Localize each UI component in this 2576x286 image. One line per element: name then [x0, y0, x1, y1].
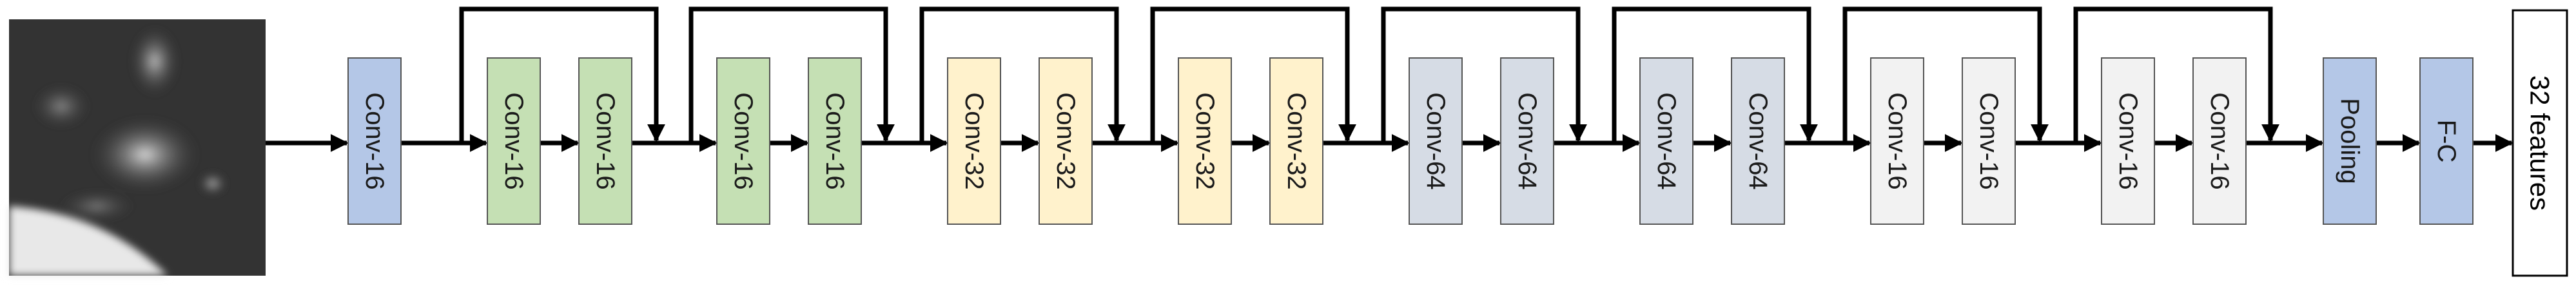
layer-box — [578, 57, 632, 225]
layer-label: Conv-16 — [500, 92, 528, 189]
layer-block: Conv-32 — [1178, 57, 1232, 225]
layer-block: Conv-16 — [808, 57, 862, 225]
layer-block: Conv-16 — [2101, 57, 2155, 225]
layer-box — [808, 57, 862, 225]
layer-label: Conv-16 — [729, 92, 757, 189]
layer-block: Conv-16 — [578, 57, 632, 225]
layer-label: Conv-32 — [1282, 92, 1311, 189]
layer-label: Conv-64 — [1744, 92, 1772, 189]
layer-box — [487, 57, 541, 225]
layer-box — [2323, 57, 2377, 225]
skip-connection — [1842, 6, 2049, 143]
layer-label: Conv-32 — [1191, 92, 1219, 189]
layer-block: Conv-32 — [1269, 57, 1323, 225]
layer-label: Conv-16 — [2205, 92, 2234, 189]
layer-label: Conv-64 — [1421, 92, 1450, 189]
layer-box — [716, 57, 770, 225]
layer-label: Conv-16 — [1883, 92, 1911, 189]
layer-box — [1639, 57, 1693, 225]
skip-connection — [2073, 6, 2279, 143]
skip-connection — [919, 6, 1126, 143]
layer-box — [1731, 57, 1785, 225]
layer-block: Conv-64 — [1409, 57, 1463, 225]
layer-block: Conv-64 — [1731, 57, 1785, 225]
connections — [266, 6, 2513, 152]
layer-block: Pooling — [2323, 57, 2377, 225]
layer-block: Conv-32 — [1039, 57, 1093, 225]
layer-box — [1039, 57, 1093, 225]
layer-label: Conv-16 — [2114, 92, 2142, 189]
layer-label: Conv-16 — [1975, 92, 2003, 189]
output-box: 32 features — [2512, 9, 2568, 277]
layer-block: Conv-16 — [1870, 57, 1924, 225]
layer-box — [1269, 57, 1323, 225]
skip-connection — [1150, 6, 1356, 143]
layer-box — [1409, 57, 1463, 225]
layer-box — [2419, 57, 2474, 225]
skip-connection — [1381, 6, 1587, 143]
layer-label: Conv-16 — [360, 92, 389, 189]
layer-label: Conv-64 — [1652, 92, 1681, 189]
skip-connection — [688, 6, 895, 143]
layer-box — [1870, 57, 1924, 225]
layer-box — [1178, 57, 1232, 225]
layer-block: Conv-16 — [347, 57, 402, 225]
layer-box — [1962, 57, 2016, 225]
skip-connection — [459, 6, 665, 143]
layer-box — [947, 57, 1001, 225]
layer-box — [2101, 57, 2155, 225]
layer-box — [1500, 57, 1554, 225]
skip-connection — [1612, 6, 1818, 143]
layer-block: Conv-16 — [716, 57, 770, 225]
layer-label: Conv-16 — [821, 92, 849, 189]
layer-blocks: Conv-16 Conv-16 Conv-16 Conv-16 Conv-16 Conv-… — [347, 57, 2474, 225]
layer-block: Conv-64 — [1639, 57, 1693, 225]
input-image — [9, 19, 266, 276]
layer-block: Conv-32 — [947, 57, 1001, 225]
layer-box — [2192, 57, 2247, 225]
layer-label: Conv-32 — [960, 92, 988, 189]
layer-label: F-C — [2432, 120, 2461, 163]
layer-block: Conv-16 — [487, 57, 541, 225]
layer-block: Conv-16 — [1962, 57, 2016, 225]
layer-block: F-C — [2419, 57, 2474, 225]
layer-label: Conv-64 — [1513, 92, 1541, 189]
layer-label: Conv-32 — [1051, 92, 1080, 189]
layer-block: Conv-16 — [2192, 57, 2247, 225]
output-label: 32 features — [2525, 75, 2555, 211]
layer-label: Pooling — [2336, 98, 2364, 184]
layer-label: Conv-16 — [591, 92, 620, 189]
layer-block: Conv-64 — [1500, 57, 1554, 225]
layer-box — [347, 57, 402, 225]
